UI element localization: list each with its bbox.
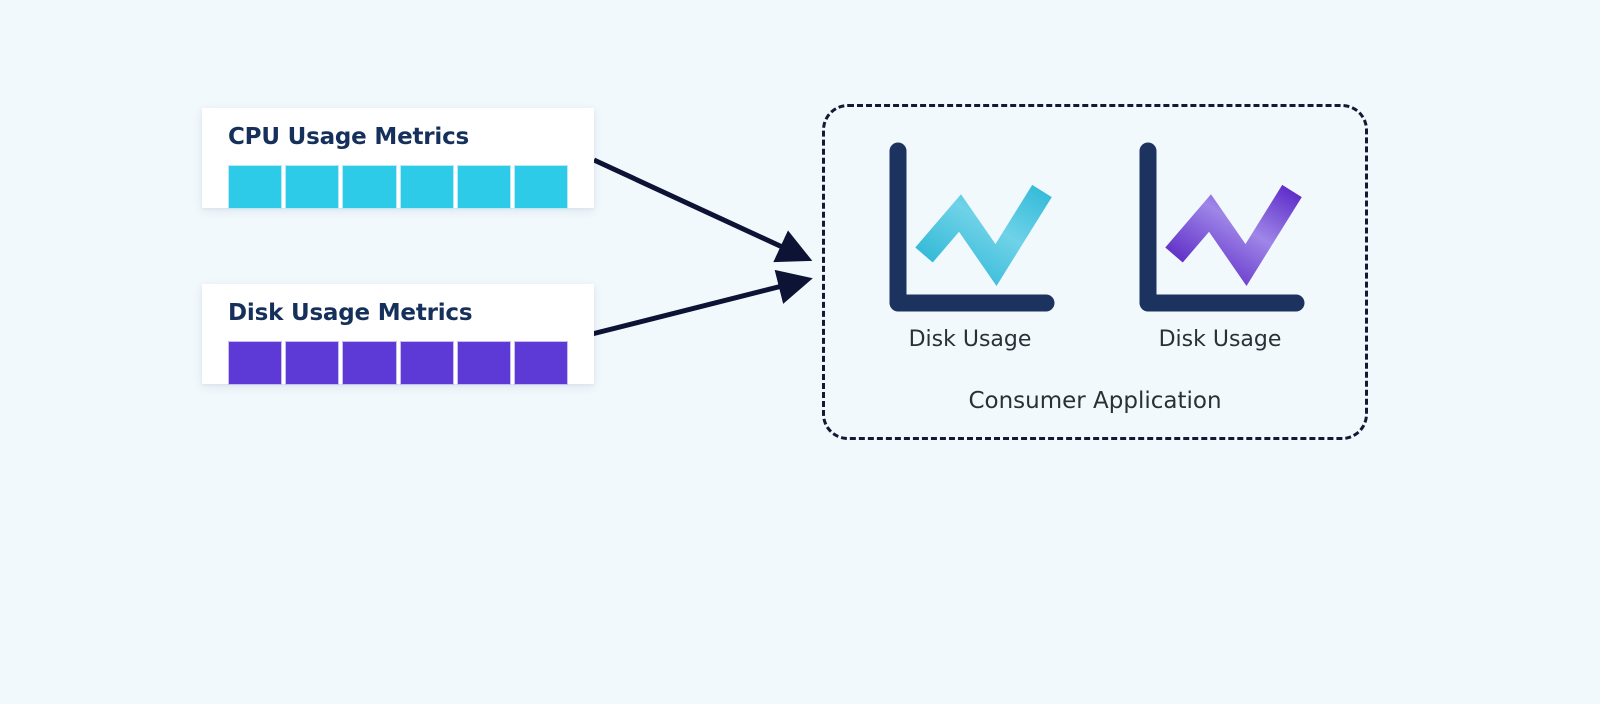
line-chart-icon <box>889 142 1055 312</box>
metric-block <box>513 341 569 385</box>
cpu-metrics-blocks <box>228 165 569 209</box>
chart-caption: Disk Usage <box>1158 327 1282 352</box>
metric-block <box>342 165 397 209</box>
arrow-disk-to-consumer <box>591 269 813 337</box>
line-chart-icon <box>1139 142 1305 312</box>
metric-block <box>399 165 454 209</box>
consumer-application-caption: Consumer Application <box>968 388 1222 414</box>
chart-caption: Disk Usage <box>908 327 1032 352</box>
cpu-metrics-card[interactable]: CPU Usage Metrics <box>202 108 594 209</box>
metric-block <box>513 165 569 209</box>
metric-block <box>399 341 454 385</box>
cpu-metrics-title: CPU Usage Metrics <box>228 124 470 150</box>
metric-block <box>228 341 283 385</box>
chart-tile-1[interactable]: Disk Usage <box>884 137 1056 351</box>
consumer-application-box[interactable]: Disk Usage Disk Usage Cons <box>822 104 1368 440</box>
metric-block <box>285 165 340 209</box>
metric-block <box>456 165 511 209</box>
metric-block <box>456 341 511 385</box>
metric-block <box>285 341 340 385</box>
arrow-cpu-to-consumer <box>592 157 813 263</box>
metric-block <box>228 165 283 209</box>
disk-metrics-card[interactable]: Disk Usage Metrics <box>202 284 594 385</box>
charts-row: Disk Usage Disk Usage <box>825 137 1365 351</box>
chart-tile-2[interactable]: Disk Usage <box>1134 137 1306 351</box>
disk-metrics-title: Disk Usage Metrics <box>228 300 473 326</box>
disk-metrics-blocks <box>228 341 569 385</box>
metric-block <box>342 341 397 385</box>
